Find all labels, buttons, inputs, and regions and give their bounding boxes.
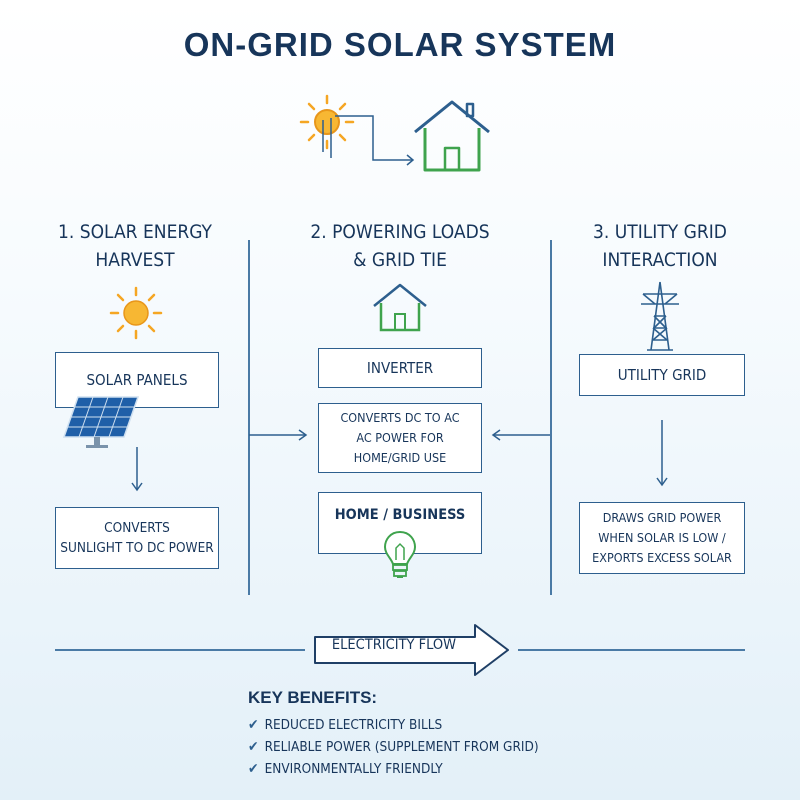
converts-sunlight-box: CONVERTS SUNLIGHT TO DC POWER	[55, 507, 219, 569]
header-illustration	[299, 94, 490, 172]
column-1-heading-line1: 1. SOLAR ENERGY	[58, 221, 212, 243]
utility-grid-label: UTILITY GRID	[617, 366, 707, 384]
arrow-down-right	[656, 420, 668, 487]
column-3-heading: 3. UTILITY GRID INTERACTION	[565, 218, 755, 274]
home-business-label: HOME / BUSINESS	[334, 507, 466, 523]
flow-line-right	[518, 649, 745, 651]
draws-grid-power-box: DRAWS GRID POWER WHEN SOLAR IS LOW / EXP…	[579, 502, 745, 574]
checkmark-icon: ✔	[248, 761, 259, 777]
draws-grid-power-line2: WHEN SOLAR IS LOW /	[598, 530, 726, 545]
electricity-flow-label: ELECTRICITY FLOW	[331, 637, 457, 653]
inverter-label: INVERTER	[366, 359, 434, 377]
converts-sunlight-line2: SUNLIGHT TO DC POWER	[60, 540, 214, 556]
converts-dc-box: CONVERTS DC TO AC AC POWER FOR HOME/GRID…	[318, 403, 482, 473]
column-3-heading-line2: INTERACTION	[602, 249, 718, 271]
column-2-heading-line1: 2. POWERING LOADS	[310, 221, 490, 243]
electricity-flow-arrow	[314, 624, 509, 676]
solar-panel-icon	[62, 396, 140, 448]
page-title: ON-GRID SOLAR SYSTEM	[183, 26, 617, 63]
arrow-right-into-center	[249, 429, 308, 441]
benefits-title: KEY BENEFITS:	[248, 688, 378, 707]
sun-icon	[299, 94, 355, 150]
converts-dc-line1: CONVERTS DC TO AC	[340, 410, 460, 425]
converts-sunlight-line1: CONVERTS	[104, 520, 170, 536]
benefit-text: RELIABLE POWER (SUPPLEMENT FROM GRID)	[264, 739, 539, 755]
column-2-heading: 2. POWERING LOADS & GRID TIE	[295, 218, 505, 274]
arrow-down-left	[131, 447, 143, 492]
solar-panels-label: SOLAR PANELS	[86, 371, 188, 389]
benefit-text: ENVIRONMENTALLY FRIENDLY	[264, 761, 443, 777]
benefit-text: REDUCED ELECTRICITY BILLS	[264, 717, 443, 733]
column-1-heading: 1. SOLAR ENERGY HARVEST	[40, 218, 230, 274]
house-icon	[414, 100, 490, 172]
utility-grid-box: UTILITY GRID	[579, 354, 745, 396]
house-icon	[373, 283, 427, 332]
benefits-list: ✔ REDUCED ELECTRICITY BILLS ✔ RELIABLE P…	[248, 714, 539, 780]
lightbulb-icon	[383, 530, 417, 578]
inverter-box: INVERTER	[318, 348, 482, 388]
draws-grid-power-line1: DRAWS GRID POWER	[602, 510, 722, 525]
converts-dc-line3: HOME/GRID USE	[353, 450, 447, 465]
benefit-item: ✔ REDUCED ELECTRICITY BILLS	[248, 714, 539, 736]
column-3-heading-line1: 3. UTILITY GRID	[593, 221, 727, 243]
draws-grid-power-line3: EXPORTS EXCESS SOLAR	[592, 550, 732, 565]
arrow-left-into-center	[491, 429, 550, 441]
divider-left	[248, 240, 250, 595]
benefit-item: ✔ ENVIRONMENTALLY FRIENDLY	[248, 758, 539, 780]
wire-lines	[322, 115, 415, 166]
column-1-heading-line2: HARVEST	[95, 249, 175, 271]
checkmark-icon: ✔	[248, 717, 259, 733]
flow-line-left	[55, 649, 305, 651]
divider-right	[550, 240, 552, 595]
benefit-item: ✔ RELIABLE POWER (SUPPLEMENT FROM GRID)	[248, 736, 539, 758]
checkmark-icon: ✔	[248, 739, 259, 755]
transmission-tower-icon	[641, 281, 679, 351]
column-2-heading-line2: & GRID TIE	[353, 249, 447, 271]
converts-dc-line2: AC POWER FOR	[356, 430, 444, 445]
sun-icon	[109, 286, 163, 340]
